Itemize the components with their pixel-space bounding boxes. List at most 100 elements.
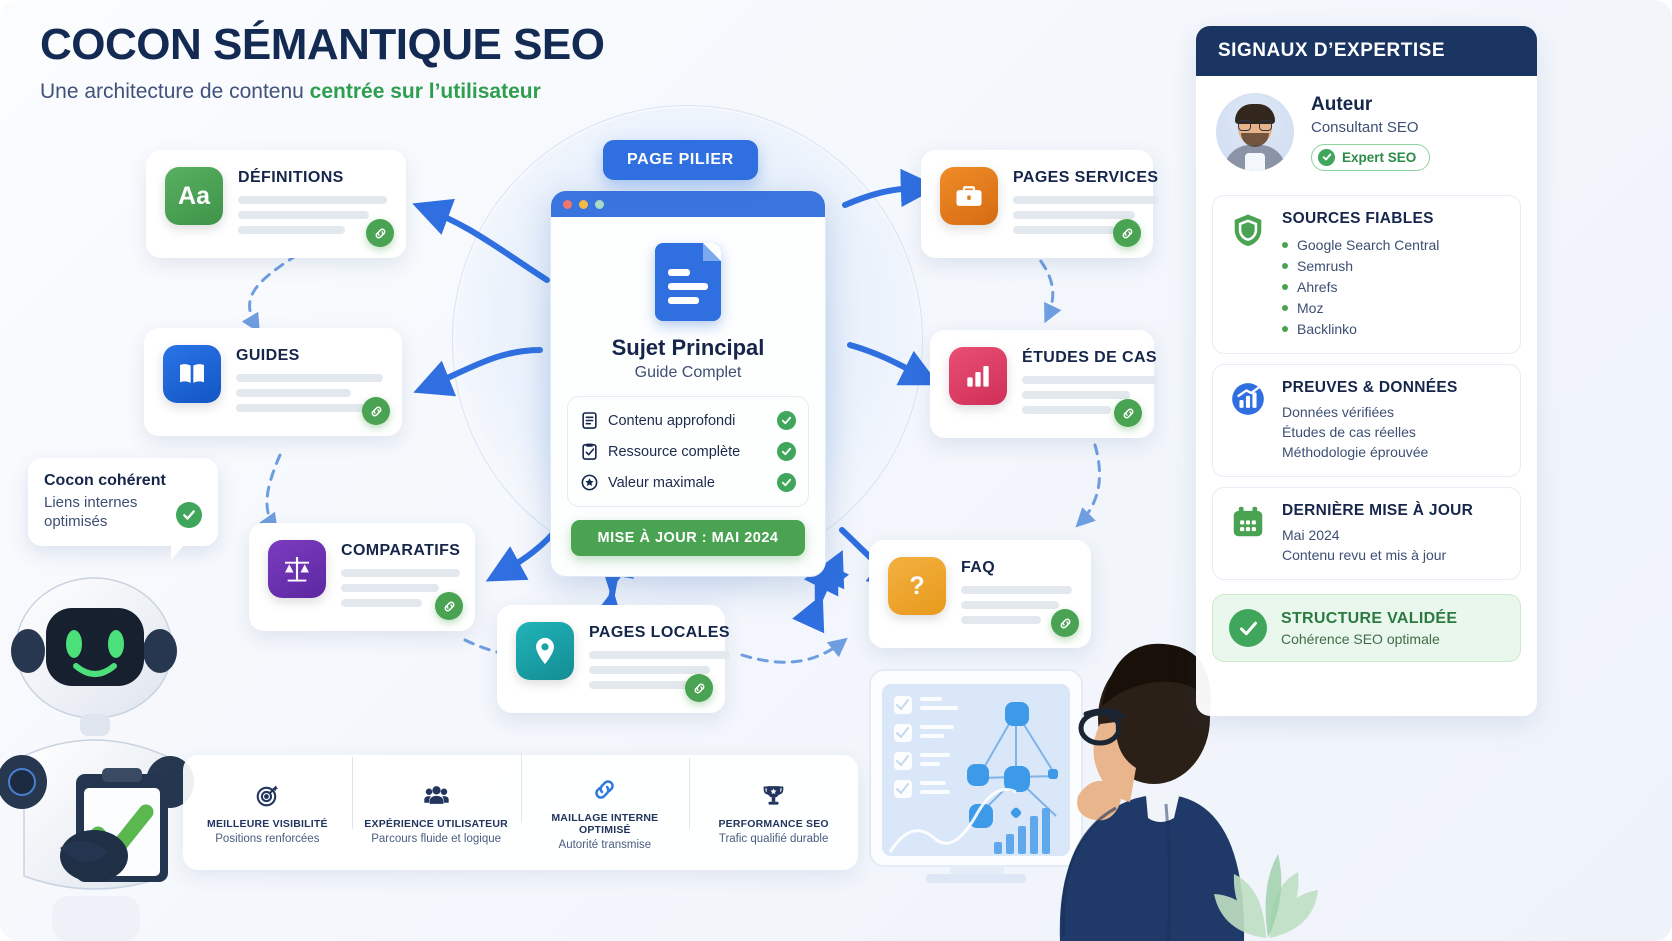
list-item: Semrush: [1282, 255, 1505, 276]
link-icon[interactable]: [362, 397, 390, 425]
expert-badge: Expert SEO: [1311, 143, 1431, 171]
placeholder-lines: [1022, 376, 1157, 414]
users-icon: [360, 781, 513, 811]
link-icon: [529, 775, 682, 805]
card-title: PAGES SERVICES: [1013, 169, 1159, 186]
check-icon: [176, 501, 202, 528]
placeholder-lines: [341, 569, 461, 607]
pin-icon: [516, 622, 574, 680]
pillar-feature-list: Contenu approfondi Ressource complète: [567, 396, 809, 507]
structure-validated-block: STRUCTURE VALIDÉE Cohérence SEO optimale: [1212, 594, 1521, 662]
author-name: Auteur: [1311, 93, 1373, 115]
person-illustration: [1059, 643, 1245, 941]
placeholder-lines: [1013, 196, 1159, 234]
card-pages-services[interactable]: PAGES SERVICES: [921, 150, 1159, 258]
bubble-title: Cocon cohérent: [44, 472, 166, 489]
proof-line: Études de cas réelles: [1282, 424, 1416, 440]
benefits-bar: MEILLEURE VISIBILITÉ Positions renforcée…: [183, 750, 858, 870]
pillar-feature-label: Contenu approfondi: [608, 412, 736, 429]
link-icon[interactable]: [435, 592, 463, 620]
pillar-feature-label: Valeur maximale: [608, 474, 715, 491]
shield-icon: [1228, 210, 1268, 250]
document-icon: [655, 243, 721, 321]
subtitle-highlight: centrée sur l’utilisateur: [309, 80, 541, 104]
pillar-badge: PAGE PILIER: [603, 140, 758, 180]
pillar-feature-row: Valeur maximale: [578, 467, 798, 498]
sidebar-heading: SIGNAUX D’EXPERTISE: [1196, 26, 1537, 76]
plant-decoration: [1214, 854, 1318, 938]
placeholder-lines: [589, 651, 730, 689]
check-icon: [777, 442, 796, 461]
briefcase-icon: [940, 167, 998, 225]
link-icon[interactable]: [366, 219, 394, 247]
robot-mascot: [0, 577, 194, 941]
bubble-subtitle: Liens internes optimisés: [44, 494, 138, 530]
benefit-item-ux[interactable]: EXPÉRIENCE UTILISATEUR Parcours fluide e…: [351, 756, 521, 845]
author-block: Auteur Consultant SEO Expert SEO: [1196, 76, 1537, 185]
scales-icon: [268, 540, 326, 598]
book-icon: [163, 345, 221, 403]
page-title: COCON SÉMANTIQUE SEO: [40, 20, 605, 69]
benefit-subtitle: Autorité transmise: [558, 838, 652, 851]
card-pages-locales[interactable]: PAGES LOCALES: [497, 605, 730, 713]
source-label: Google Search Central: [1297, 236, 1440, 253]
window-minimize-dot[interactable]: [579, 199, 588, 209]
pillar-content: Sujet Principal Guide Complet Contenu ap…: [551, 217, 825, 576]
proofs-lines: Données vérifiées Études de cas réelles …: [1282, 402, 1505, 462]
source-label: Ahrefs: [1297, 278, 1338, 295]
list-item: Moz: [1282, 297, 1505, 318]
validated-title: STRUCTURE VALIDÉE: [1281, 609, 1458, 627]
card-faq[interactable]: ? FAQ: [869, 540, 1091, 648]
check-icon: [1229, 609, 1267, 647]
card-comparatifs[interactable]: COMPARATIFS: [249, 523, 475, 631]
window-close-dot[interactable]: [563, 199, 572, 209]
list-item: Google Search Central: [1282, 234, 1505, 255]
expertise-sidebar: SIGNAUX D’EXPERTISE Auteur Consultant SE…: [1196, 26, 1537, 716]
benefit-subtitle: Trafic qualifié durable: [718, 832, 829, 845]
link-icon[interactable]: [685, 674, 713, 702]
sources-block: SOURCES FIABLES Google Search Central Se…: [1212, 195, 1521, 354]
aa-icon: Aa: [165, 167, 223, 225]
check-icon: [777, 473, 796, 492]
placeholder-lines: [238, 196, 387, 234]
placeholder-lines: [961, 586, 1072, 624]
proofs-title: PREUVES & DONNÉES: [1282, 379, 1458, 396]
validated-subtitle: Cohérence SEO optimale: [1281, 630, 1440, 647]
benefit-item-maillage[interactable]: MAILLAGE INTERNE OPTIMISÉ Autorité trans…: [520, 750, 690, 851]
browser-titlebar: [551, 191, 825, 217]
subtitle-plain: Une architecture de contenu: [40, 80, 310, 104]
card-etudes-de-cas[interactable]: ÉTUDES DE CAS: [930, 330, 1157, 438]
question-icon: ?: [888, 557, 946, 615]
check-icon: [1318, 148, 1335, 166]
proof-line: Données vérifiées: [1282, 404, 1395, 420]
update-line: Contenu revu et mis à jour: [1282, 547, 1447, 563]
link-icon[interactable]: [1114, 399, 1142, 427]
card-definitions[interactable]: Aa DÉFINITIONS: [146, 150, 406, 258]
proofs-block: PREUVES & DONNÉES Données vérifiées Étud…: [1212, 364, 1521, 477]
pillar-browser-window[interactable]: Sujet Principal Guide Complet Contenu ap…: [550, 190, 826, 577]
expert-badge-label: Expert SEO: [1342, 149, 1417, 165]
benefit-title: MAILLAGE INTERNE OPTIMISÉ: [551, 811, 659, 836]
list-item: Backlinko: [1282, 318, 1505, 339]
calendar-icon: [1228, 502, 1268, 542]
benefit-subtitle: Parcours fluide et logique: [371, 832, 502, 845]
link-icon[interactable]: [1051, 609, 1079, 637]
link-icon[interactable]: [1113, 219, 1141, 247]
clipboard-check-icon: [580, 442, 599, 461]
page-subtitle: Une architecture de contenu centrée sur …: [40, 80, 605, 104]
card-guides[interactable]: GUIDES: [144, 328, 402, 436]
placeholder-lines: [236, 374, 383, 412]
window-maximize-dot[interactable]: [595, 199, 604, 209]
update-badge[interactable]: MISE À JOUR : MAI 2024: [571, 520, 805, 556]
benefit-item-performance[interactable]: PERFORMANCE SEO Trafic qualifié durable: [689, 756, 858, 845]
card-title: FAQ: [961, 559, 996, 576]
last-update-lines: Mai 2024 Contenu revu et mis à jour: [1282, 525, 1505, 565]
benefit-title: PERFORMANCE SEO: [718, 817, 829, 830]
list-item: Ahrefs: [1282, 276, 1505, 297]
benefit-title: MEILLEURE VISIBILITÉ: [207, 817, 328, 830]
proof-line: Méthodologie éprouvée: [1282, 444, 1429, 460]
benefit-item-visibility[interactable]: MEILLEURE VISIBILITÉ Positions renforcée…: [183, 781, 352, 845]
source-label: Backlinko: [1297, 320, 1357, 337]
header: COCON SÉMANTIQUE SEO Une architecture de…: [40, 20, 605, 104]
